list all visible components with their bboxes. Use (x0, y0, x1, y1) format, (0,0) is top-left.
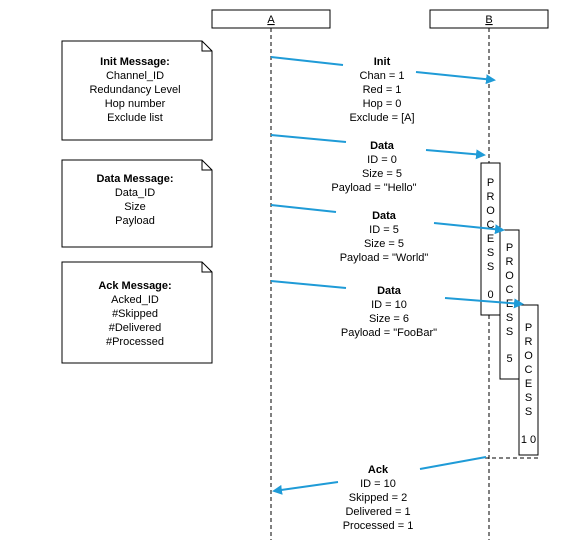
activation-number: 5 (506, 353, 512, 365)
activation-letter: O (486, 205, 495, 217)
activation-process-10: P R O C E S S 1 0 (518, 304, 539, 456)
note-init-title: Init Message: (100, 56, 170, 68)
message-init-arrow-start (270, 56, 344, 66)
message-data-0-arrow-end (425, 149, 486, 160)
message-ack-arrow-end (272, 481, 339, 495)
message-data-5-arrow-start (270, 204, 337, 213)
activation-letter: S (487, 261, 494, 273)
activation-letter: S (487, 247, 494, 259)
note-data-fold (201, 160, 212, 171)
lifeline-a: A (211, 9, 331, 540)
activation-letter: E (525, 378, 532, 390)
activation-letter: S (525, 392, 532, 404)
message-data-0-line: Size = 5 (362, 168, 402, 180)
note-init-line: Channel_ID (106, 70, 164, 82)
message-init-title: Init (374, 56, 391, 68)
activation-letter: S (506, 326, 513, 338)
note-data-line: Data_ID (115, 187, 155, 199)
activation-letter: S (525, 406, 532, 418)
note-init-shape (61, 40, 213, 141)
activation-letter: C (525, 364, 533, 376)
message-data-10-line: Payload = "FooBar" (341, 327, 437, 339)
note-ack-line: #Skipped (112, 308, 158, 320)
activation-letter: R (487, 191, 495, 203)
note-init-fold (201, 41, 212, 52)
note-ack-line: Acked_ID (111, 294, 159, 306)
message-data-5: Data ID = 5 Size = 5 Payload = "World" (270, 204, 505, 264)
activation-letter: R (506, 256, 514, 268)
note-ack-shape (61, 261, 213, 364)
activation-number: 0 (487, 289, 493, 301)
message-data-5-line: Size = 5 (364, 238, 404, 250)
message-data-10: Data ID = 10 Size = 6 Payload = "FooBar" (270, 280, 524, 339)
activation-letter: C (487, 219, 495, 231)
message-data-5-line: ID = 5 (369, 224, 399, 236)
note-data-line: Size (124, 201, 145, 213)
note-data-shape (61, 159, 213, 248)
message-ack-title: Ack (368, 464, 389, 476)
message-init-line: Hop = 0 (363, 98, 402, 110)
message-ack-line: Skipped = 2 (349, 492, 407, 504)
message-data-5-title: Data (372, 210, 397, 222)
activation-letter: P (525, 322, 532, 334)
note-ack-message: Ack Message: Acked_ID #Skipped #Delivere… (61, 261, 213, 364)
message-init-line: Chan = 1 (360, 70, 405, 82)
message-data-10-arrow-start (270, 280, 347, 289)
activation-number: 1 0 (521, 434, 536, 446)
note-init-message: Init Message: Channel_ID Redundancy Leve… (61, 40, 213, 141)
message-data-10-title: Data (377, 285, 402, 297)
note-init-line: Exclude list (107, 112, 163, 124)
note-data-message: Data Message: Data_ID Size Payload (61, 159, 213, 248)
note-ack-fold (201, 262, 212, 273)
note-init-line: Redundancy Level (89, 84, 180, 96)
activation-letter: P (487, 177, 494, 189)
message-ack-line: Delivered = 1 (345, 506, 410, 518)
message-data-10-line: ID = 10 (371, 299, 407, 311)
activation-letter: P (506, 242, 513, 254)
message-data-0-title: Data (370, 140, 395, 152)
activation-letter: O (505, 270, 514, 282)
message-ack-line: Processed = 1 (343, 520, 414, 532)
message-data-0-line: Payload = "Hello" (331, 182, 416, 194)
lifeline-a-label: A (267, 14, 275, 26)
message-init: Init Chan = 1 Red = 1 Hop = 0 Exclude = … (270, 56, 496, 124)
message-data-0: Data ID = 0 Size = 5 Payload = "Hello" (270, 134, 486, 194)
message-data-5-line: Payload = "World" (340, 252, 429, 264)
note-data-line: Payload (115, 215, 155, 227)
activation-box (518, 304, 539, 456)
message-data-0-line: ID = 0 (367, 154, 397, 166)
message-init-arrow-end (415, 71, 496, 85)
message-data-10-line: Size = 6 (369, 313, 409, 325)
lifeline-b-label: B (485, 14, 492, 26)
activation-letter: C (506, 284, 514, 296)
message-data-5-arrow-end (433, 222, 505, 235)
note-data-title: Data Message: (96, 173, 173, 185)
activation-letter: S (506, 312, 513, 324)
note-ack-line: #Processed (106, 336, 164, 348)
message-data-0-arrow-start (270, 134, 347, 143)
activation-letter: R (525, 336, 533, 348)
note-init-line: Hop number (105, 98, 166, 110)
message-data-10-arrow-end (444, 297, 524, 309)
activation-letter: E (487, 233, 494, 245)
message-ack: Ack ID = 10 Skipped = 2 Delivered = 1 Pr… (272, 456, 487, 532)
note-ack-line: #Delivered (109, 322, 162, 334)
message-ack-arrow-start (419, 456, 487, 470)
message-ack-line: ID = 10 (360, 478, 396, 490)
message-init-line: Exclude = [A] (349, 112, 414, 124)
activation-letter: O (524, 350, 533, 362)
activation-process-0: P R O C E S S 0 (480, 162, 501, 316)
message-init-line: Red = 1 (363, 84, 402, 96)
note-ack-title: Ack Message: (98, 280, 171, 292)
